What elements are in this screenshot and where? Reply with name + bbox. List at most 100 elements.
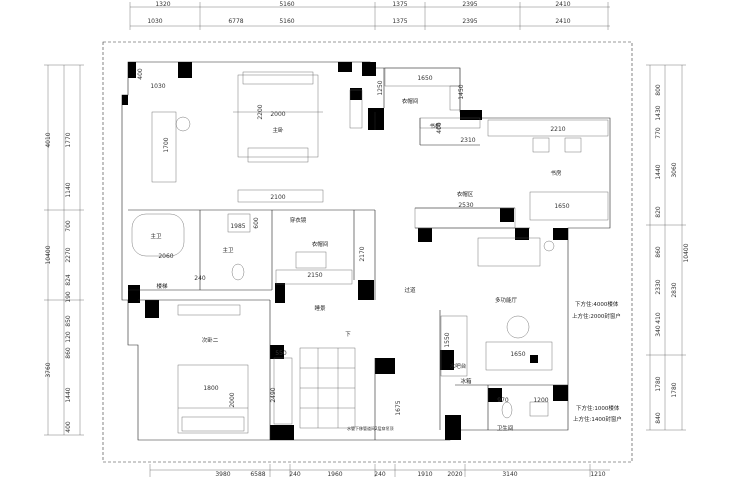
note-4: 上方住:1400封窗户 [573,415,622,423]
plant [543,240,555,252]
left-inner-dim-8: 120 [65,331,72,343]
water-bar [440,315,468,377]
dim-2000: 2000 [270,111,285,118]
dim-2530: 2530 [458,202,473,209]
dim-2150: 2150 [307,272,322,279]
walls [121,61,611,441]
study-chair-2 [564,137,582,153]
right-dimensions: 800 1430 770 1440 820 860 2330 340 410 1… [646,64,690,431]
bottom-dim-8: 3140 [502,471,517,477]
dim-1650-study: 1650 [554,203,569,210]
right-inner-dim-6: 860 [655,246,662,258]
dim-240: 240 [194,275,206,282]
right-outer-dim-4: 1780 [671,382,678,397]
top-dim-4: 2395 [462,1,477,8]
top-dim-11: 2410 [555,18,570,25]
side-table [175,116,191,132]
dim-1550: 1550 [444,332,451,347]
left-inner-dim-5: 824 [65,274,72,286]
left-outer-dim-2: 10400 [45,245,52,264]
label-walk-in-closet: 衣帽间 [312,240,329,248]
dim-400b: 400 [436,122,443,134]
bottom-dim-9: 1210 [590,471,605,477]
round-table [506,315,530,339]
top-dim-8: 5160 [279,18,294,25]
left-inner-dim-9: 860 [65,347,72,359]
right-inner-dim-4: 1440 [655,164,662,179]
left-inner-dim-1: 1770 [65,132,72,147]
note-3: 下方住:1000楼体 [576,404,620,412]
bath-tub [131,213,185,257]
right-inner-dim-11: 840 [655,412,662,424]
note-2: 上方住:2000封窗户 [572,312,621,320]
top-dim-9: 1375 [392,18,407,25]
right-outer-dim-2: 3060 [671,162,678,177]
top-dim-7: 6778 [228,18,243,25]
basin-wc [529,401,549,417]
left-outer-dim-1: 4010 [45,132,52,147]
left-inner-dim-11: 400 [65,421,72,433]
closet-area-cabinet [414,207,516,229]
top-dimensions: 1320 5160 1375 2395 2410 1030 6778 5160 … [129,1,610,30]
top-dim-3: 1375 [392,1,407,8]
toilet-bath [231,263,245,281]
label-wardrobe-mirror: 穿衣镜 [290,216,307,224]
dim-2310: 2310 [460,137,475,144]
top-dim-5: 2410 [555,1,570,8]
study-chair-1 [532,137,550,153]
label-multi-hall: 多功能厅 [495,296,518,304]
right-outer-dim-3: 2830 [671,282,678,297]
dim-1675: 1675 [395,400,402,415]
study-desk [487,119,609,137]
bottom-dim-5: 240 [374,471,386,477]
dim-600: 600 [253,217,260,229]
top-dim-10: 2395 [462,18,477,25]
dim-2060: 2060 [158,253,173,260]
label-down: 下 [345,331,351,338]
dim-550: 550 [275,350,287,357]
master-wardrobe [237,189,324,203]
dim-1985: 1985 [230,223,245,230]
bottom-dim-6: 1910 [417,471,432,477]
right-inner-dim-3: 770 [655,127,662,139]
dim-1700: 1700 [163,137,170,152]
dim-1030: 1030 [150,83,165,90]
right-inner-dim-9: 410 [655,312,662,324]
bottom-dim-4: 1960 [327,471,342,477]
partitions [128,68,568,440]
right-outer-dim-1: 10400 [683,243,690,262]
study-bookcase [419,117,481,129]
top-dim-2: 5160 [279,1,294,8]
multi-tv-cabinet [477,237,541,267]
second-wardrobe [177,304,241,316]
inner-dimension-labels: 1650 400 1030 2200 2000 1700 1250 1450 4… [137,68,570,416]
vanity [227,213,251,233]
second-closet [273,357,293,425]
label-master-bedroom: 主卧 [272,126,284,134]
wardrobe-mirror [295,251,327,269]
bottom-dim-2: 6588 [250,471,265,477]
note-5: 水管下移管道间2层穿吊顶 [347,425,394,431]
left-inner-dim-2: 1140 [65,182,72,197]
left-inner-dim-4: 2270 [65,247,72,262]
notes: 下方住:4000楼体 上方住:2000封窗户 下方住:1000楼体 上方住:14… [347,300,622,431]
site-boundary [102,41,633,463]
room-labels: 主卧 衣帽间 书房 衣帽区 主卫 主卫 衣帽间 穿衣镜 过道 睡景 次卧二 多功… [150,97,562,432]
master-sofa [151,111,177,183]
label-water-bar: 水吧台 [450,362,467,370]
right-inner-dim-7: 2330 [655,279,662,294]
label-aisle: 睡景 [314,304,326,312]
dim-1650-top: 1650 [417,75,432,82]
label-study: 书房 [550,169,562,177]
label-bookcase: 书柜 [429,122,441,130]
label-fridge: 冰箱 [460,377,472,385]
label-toilet: 卫生间 [497,424,514,432]
label-corridor: 过道 [404,286,416,294]
label-bathroom: 主卫 [222,246,234,254]
dim-970: 970 [497,397,509,404]
right-inner-dim-5: 820 [655,206,662,218]
dim-1200: 1200 [533,397,548,404]
note-1: 下方住:4000楼体 [575,300,619,308]
label-top-closet: 衣帽间 [402,97,419,105]
left-inner-dim-6: 190 [65,291,72,303]
